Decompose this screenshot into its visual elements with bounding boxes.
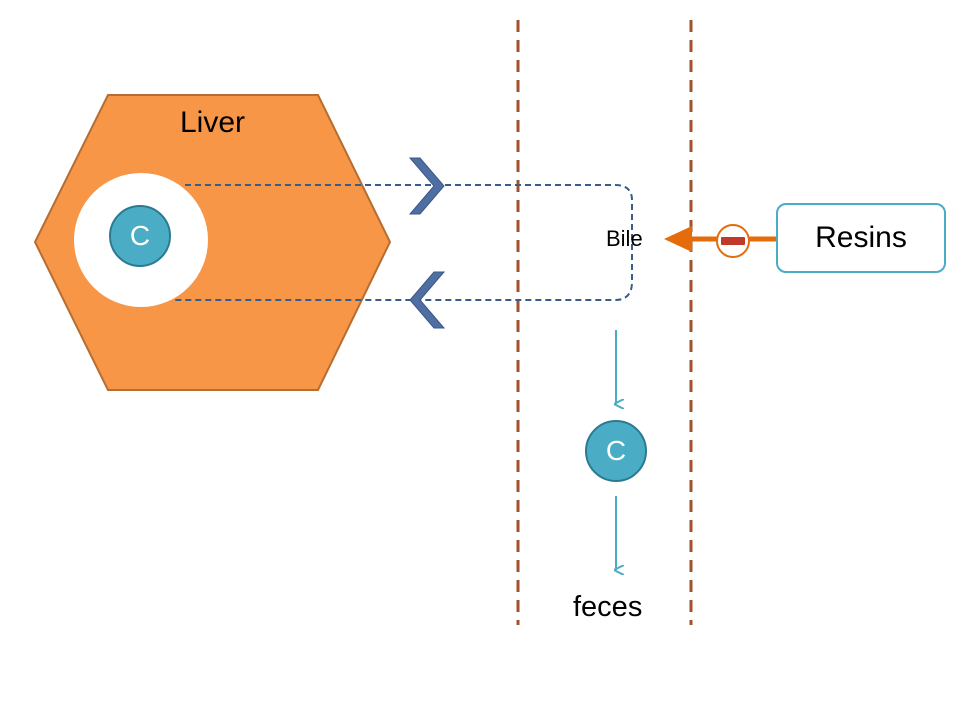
minus-circle-icon: [716, 224, 750, 258]
feces-label: feces: [573, 591, 643, 623]
cholesterol-circle-free: [585, 420, 647, 482]
liver-hexagon: [33, 94, 392, 391]
cholesterol-circle-liver: [109, 205, 171, 267]
resins-box: Resins: [776, 203, 946, 273]
chevron-right-icon: [408, 157, 445, 215]
cholesterol-label-free: C: [605, 435, 627, 466]
liver-label: Liver: [180, 106, 246, 139]
resins-label: Resins: [815, 221, 907, 254]
cholesterol-label-liver: C: [129, 220, 151, 251]
bile-label: Bile: [606, 226, 643, 251]
chevron-left-icon: [409, 271, 446, 329]
inhibition-arrow-head: [664, 226, 692, 252]
